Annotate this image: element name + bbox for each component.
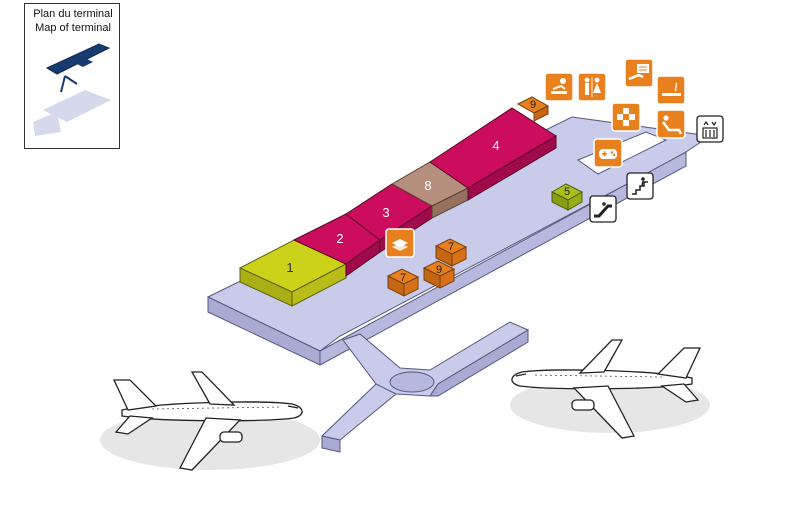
terminal-map-legend: Plan du terminal Map of terminal (24, 3, 120, 149)
zone-8[interactable]: 8 (390, 161, 469, 219)
zone-8-label: 8 (424, 178, 431, 193)
zone-3-label: 3 (382, 205, 389, 220)
zone-5-label: 5 (564, 186, 570, 198)
zone-2-label: 2 (336, 231, 343, 246)
elevator-icon[interactable] (696, 115, 724, 143)
zone-4-label: 4 (492, 138, 499, 153)
chess-game-area-icon[interactable] (611, 102, 641, 132)
zone-9-lower[interactable]: 9 (422, 260, 456, 289)
zone-1-label: 1 (286, 260, 293, 275)
video-game-icon[interactable] (593, 138, 623, 168)
zone-7-upper[interactable]: 7 (434, 238, 468, 267)
stairs-icon[interactable] (626, 172, 654, 200)
legend-title-french: Plan du terminal (33, 8, 113, 20)
information-desk-icon[interactable] (624, 58, 654, 88)
restrooms-icon[interactable] (577, 72, 607, 102)
duty-free-shop-icon[interactable] (385, 228, 415, 258)
zone-4[interactable]: 4 (429, 107, 557, 201)
zone-9-lower-label: 9 (436, 264, 442, 276)
rest-lounge-icon[interactable] (656, 109, 686, 139)
mini-terminal-locator (33, 43, 111, 136)
zone-9-top-label: 9 (530, 99, 536, 111)
zone-7-lower[interactable]: 7 (386, 268, 420, 297)
boarding-pier (320, 321, 530, 453)
zone-1[interactable]: 1 (238, 239, 348, 307)
zone-5[interactable]: 5 (550, 183, 584, 211)
smoking-area-icon[interactable] (656, 75, 686, 105)
zone-9-top[interactable]: 9 (516, 96, 550, 122)
legend-title-english: Map of terminal (35, 22, 111, 34)
baby-care-icon[interactable] (544, 72, 574, 102)
zone-7-upper-label: 7 (448, 241, 454, 253)
zone-7-lower-label: 7 (400, 272, 406, 284)
escalator-icon[interactable] (589, 195, 617, 223)
